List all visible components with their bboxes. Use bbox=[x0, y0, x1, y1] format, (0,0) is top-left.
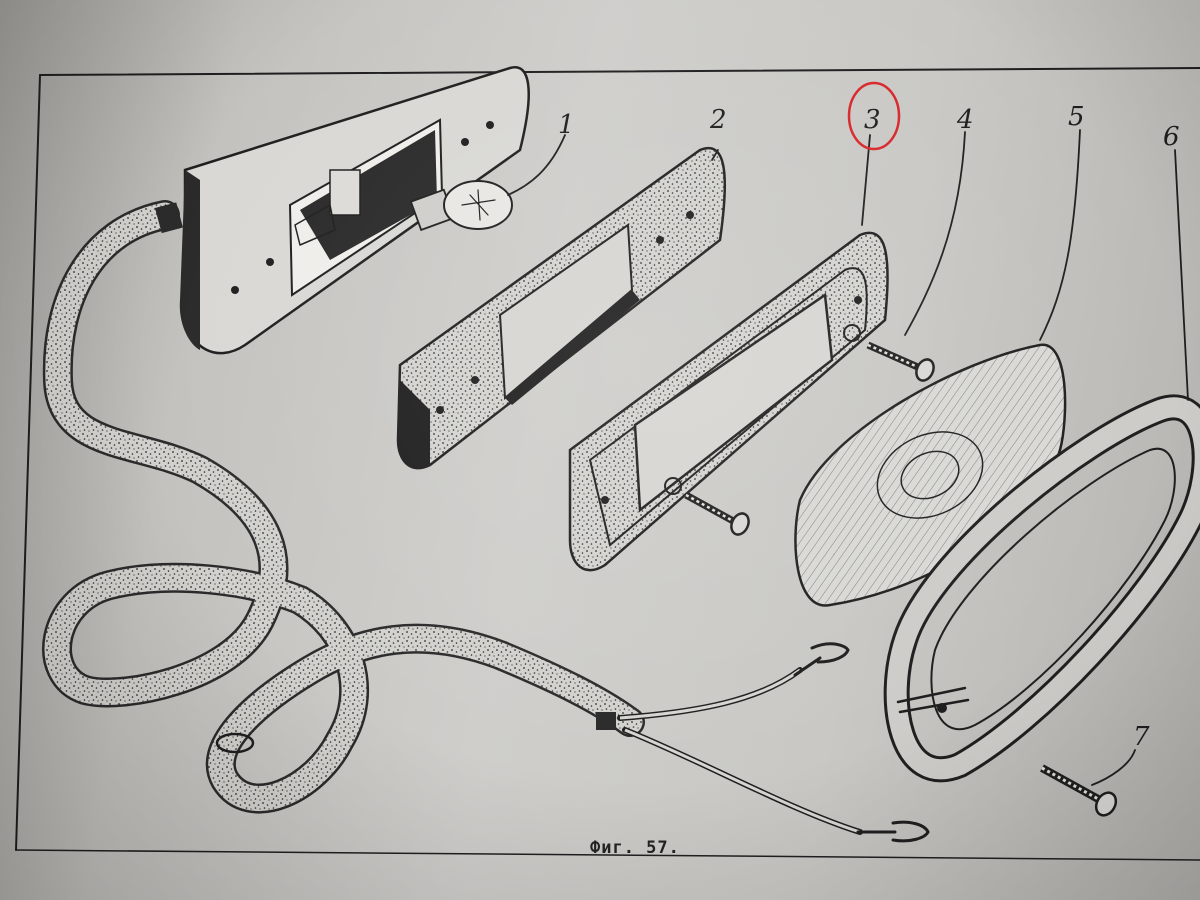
lamp-housing bbox=[154, 65, 530, 355]
frame-gasket bbox=[568, 231, 889, 572]
callout-6: 6 bbox=[1163, 122, 1180, 152]
leader-lines bbox=[507, 129, 1189, 786]
screw-part-7 bbox=[1040, 764, 1118, 817]
screw-part-4 bbox=[684, 341, 935, 536]
lens bbox=[794, 343, 1067, 607]
rim bbox=[883, 394, 1200, 783]
callout-2: 2 bbox=[709, 105, 727, 135]
callout-1: 1 bbox=[558, 110, 575, 140]
callout-7: 7 bbox=[1133, 722, 1150, 752]
callout-5: 5 bbox=[1068, 102, 1085, 132]
callout-3: 3 bbox=[864, 105, 881, 135]
callout-4: 4 bbox=[956, 105, 974, 135]
figure-caption: Фиг. 57. bbox=[590, 838, 680, 858]
cable bbox=[42, 200, 930, 843]
highlight-circle bbox=[847, 81, 901, 151]
gasket bbox=[396, 147, 727, 470]
figure-frame bbox=[15, 67, 1200, 861]
